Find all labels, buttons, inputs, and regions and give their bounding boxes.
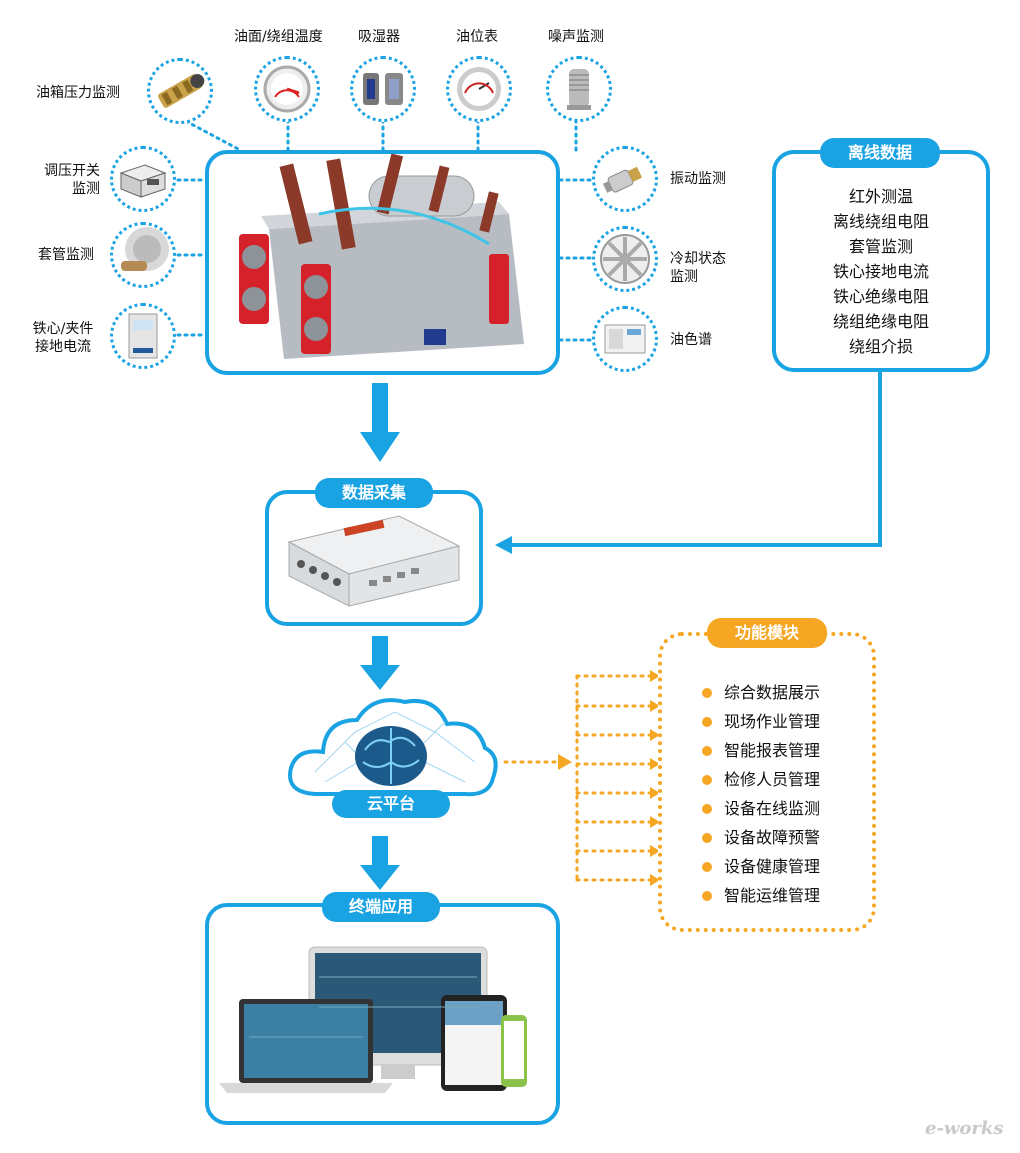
label-oil-chromatography: 油色谱 xyxy=(670,332,712,348)
offline-item: 套管监测 xyxy=(848,237,913,256)
breather-icon xyxy=(350,56,416,122)
oil-chromatograph-icon xyxy=(592,306,658,372)
bushing-monitor-icon xyxy=(110,222,176,288)
offline-item: 绕组绝缘电阻 xyxy=(832,312,929,331)
oil-level-gauge-icon xyxy=(446,56,512,122)
label-noise: 噪声监测 xyxy=(548,29,604,45)
terminal-devices-illustration xyxy=(219,946,527,1093)
data-collection-title: 数据采集 xyxy=(315,478,433,508)
noise-sensor-icon xyxy=(546,56,612,122)
function-item: 设备健康管理 xyxy=(700,852,820,881)
collector-device-illustration xyxy=(287,515,461,607)
function-item: 现场作业管理 xyxy=(700,707,820,736)
grounding-current-cabinet-icon xyxy=(110,303,176,369)
data-collection-panel xyxy=(265,490,483,626)
function-item: 智能报表管理 xyxy=(700,736,820,765)
offline-item: 铁心绝缘电阻 xyxy=(832,287,929,306)
function-item: 检修人员管理 xyxy=(700,765,820,794)
label-bushing: 套管监测 xyxy=(38,247,94,263)
transformer-panel xyxy=(205,150,560,375)
thermometer-gauge-icon xyxy=(254,56,320,122)
label-tap-changer: 调压开关 监测 xyxy=(44,163,100,197)
function-item: 设备故障预警 xyxy=(700,823,820,852)
vibration-sensor-icon xyxy=(592,146,658,212)
function-item: 设备在线监测 xyxy=(700,794,820,823)
function-item: 智能运维管理 xyxy=(700,881,820,910)
offline-item: 绕组介损 xyxy=(848,337,913,356)
cloud-platform-icon xyxy=(288,698,498,797)
offline-item: 红外测温 xyxy=(848,187,913,206)
eworks-logo: e-works xyxy=(925,1118,1004,1139)
terminal-application-panel xyxy=(205,903,560,1125)
offline-item: 离线绕组电阻 xyxy=(832,212,929,231)
label-core-clamp: 铁心/夹件 接地电流 xyxy=(32,321,94,355)
terminal-application-title: 终端应用 xyxy=(322,892,440,922)
tank-pressure-sensor-icon xyxy=(147,58,213,124)
function-module-title: 功能模块 xyxy=(707,618,827,648)
cloud-platform-title: 云平台 xyxy=(332,790,450,818)
label-vibration: 振动监测 xyxy=(670,171,726,187)
function-module-panel: 综合数据展示 现场作业管理 智能报表管理 检修人员管理 设备在线监测 设备故障预… xyxy=(658,632,876,932)
offline-data-title: 离线数据 xyxy=(820,138,940,168)
offline-data-list: 红外测温 离线绕组电阻 套管监测 铁心接地电流 铁心绝缘电阻 绕组绝缘电阻 绕组… xyxy=(776,184,986,359)
label-cooling: 冷却状态 监测 xyxy=(670,251,726,285)
function-item: 综合数据展示 xyxy=(700,678,820,707)
tap-changer-monitor-icon xyxy=(110,146,176,212)
label-tank-pressure: 油箱压力监测 xyxy=(36,85,120,101)
offline-item: 铁心接地电流 xyxy=(832,262,929,281)
cooling-fan-icon xyxy=(592,226,658,292)
offline-data-panel: 红外测温 离线绕组电阻 套管监测 铁心接地电流 铁心绝缘电阻 绕组绝缘电阻 绕组… xyxy=(772,150,990,372)
label-oil-level: 油位表 xyxy=(456,29,498,45)
function-list: 综合数据展示 现场作业管理 智能报表管理 检修人员管理 设备在线监测 设备故障预… xyxy=(700,678,820,910)
transformer-illustration xyxy=(239,153,524,359)
label-breather: 吸湿器 xyxy=(358,29,400,45)
label-oil-winding-temp: 油面/绕组温度 xyxy=(234,29,323,45)
